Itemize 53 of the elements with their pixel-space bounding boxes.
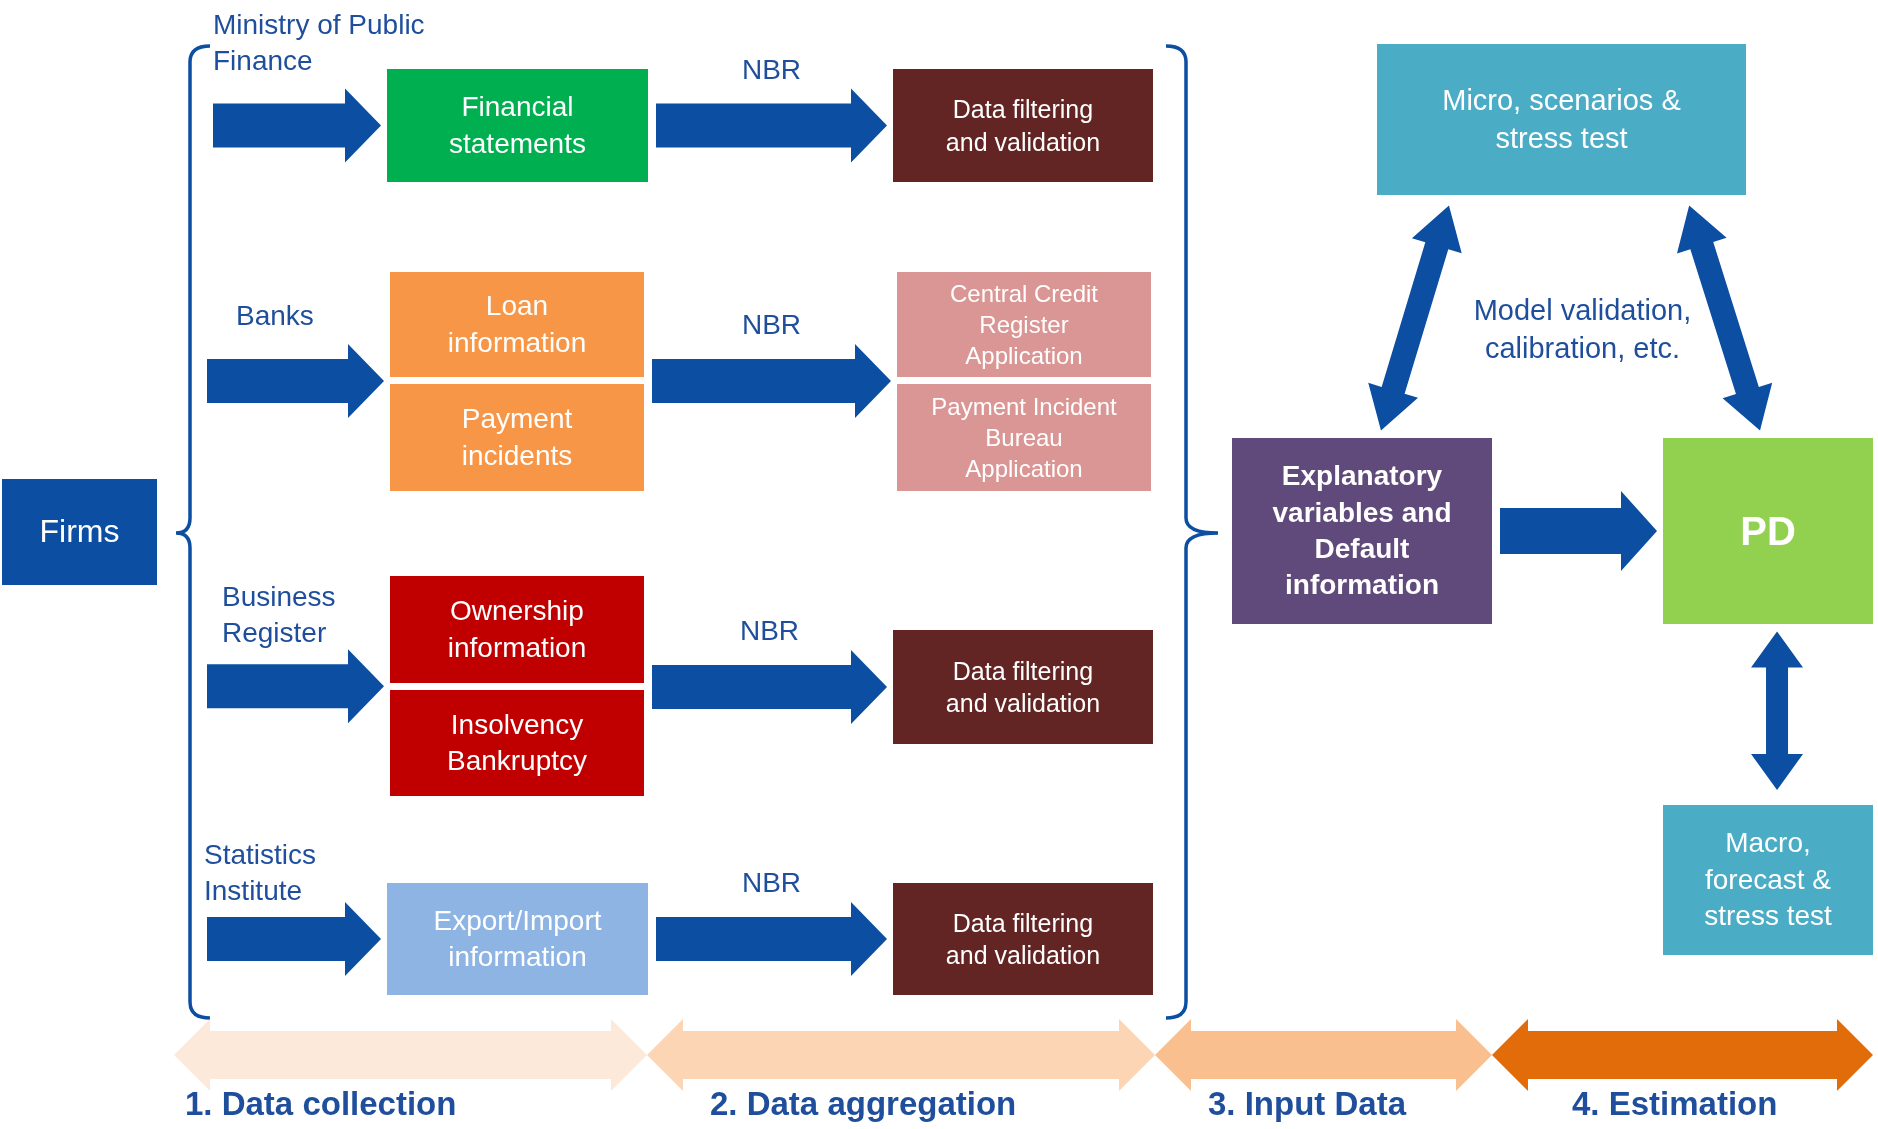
box-label: Ownership information	[446, 594, 588, 665]
box-label: Loan information	[446, 289, 588, 360]
source-box	[2, 479, 157, 585]
phase-label: 3. Input Data	[1208, 1084, 1408, 1124]
process-box	[1663, 805, 1873, 955]
process-box	[387, 883, 648, 995]
box-label: Data filtering and validation	[944, 655, 1102, 719]
box-label: Payment Incident Bureau Application	[930, 391, 1118, 485]
box-label: Data filtering and validation	[944, 94, 1102, 158]
process-box	[387, 69, 648, 182]
box-label: Payment incidents	[460, 402, 574, 473]
box-label: PD	[1740, 508, 1796, 555]
note-label: Model validation, calibration, etc.	[1472, 293, 1693, 366]
block-arrow	[656, 902, 887, 976]
process-box	[390, 690, 644, 796]
source-label: Business Register	[222, 579, 337, 650]
box-label: Data filtering and validation	[944, 907, 1102, 971]
process-box	[1663, 438, 1873, 624]
process-box	[897, 272, 1151, 377]
block-arrow	[656, 88, 887, 163]
block-arrow	[207, 344, 384, 418]
box-label: Financial statements	[448, 90, 587, 161]
process-box	[893, 883, 1153, 995]
source-label: Ministry of Public Finance	[213, 7, 426, 78]
process-box	[893, 630, 1153, 744]
box-label: Micro, scenarios & stress test	[1441, 82, 1682, 156]
process-box	[897, 384, 1151, 491]
block-arrow	[207, 902, 381, 976]
box-label: Firms	[39, 512, 120, 552]
phase-label: 2. Data aggregation	[710, 1084, 1018, 1124]
block-arrow	[1368, 205, 1462, 431]
block-arrow	[1677, 205, 1773, 431]
block-arrow	[1751, 631, 1804, 790]
block-arrow	[652, 650, 887, 724]
box-label: Central Credit Register Application	[948, 278, 1100, 372]
block-arrow	[207, 649, 384, 724]
block-arrow	[213, 88, 381, 163]
phase-label: 4. Estimation	[1572, 1084, 1779, 1124]
process-box	[390, 272, 644, 377]
box-label: Explanatory variables and Default information	[1271, 459, 1453, 603]
process-box	[390, 384, 644, 491]
source-label: Statistics Institute	[204, 837, 318, 908]
phase-label: 1. Data collection	[185, 1084, 458, 1124]
source-label: Banks	[236, 298, 314, 333]
box-label: Export/Import information	[432, 903, 603, 974]
block-arrow	[1500, 491, 1657, 571]
box-label: Insolvency Bankruptcy	[445, 707, 589, 778]
process-box	[1377, 44, 1746, 195]
process-box	[893, 69, 1153, 182]
block-arrow	[652, 344, 891, 418]
process-box	[390, 576, 644, 683]
box-label: Macro, forecast & stress test	[1703, 826, 1833, 934]
process-box	[1232, 438, 1492, 624]
